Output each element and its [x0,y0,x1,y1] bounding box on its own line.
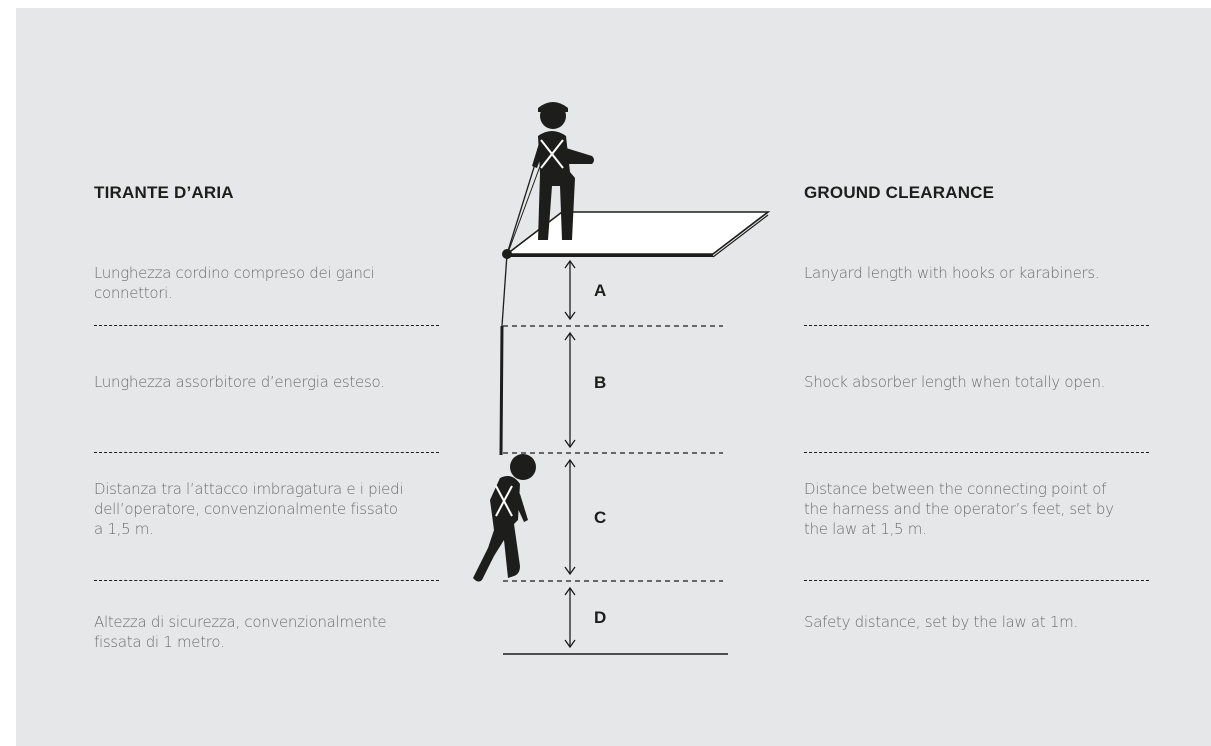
lanyard-upper-2 [508,149,547,251]
dimension-arrow-a [564,259,576,321]
lanyard-upper [506,147,541,255]
right-heading: GROUND CLEARANCE [804,183,995,202]
segment-label-d: D [594,608,607,627]
segment-label-a: A [594,281,607,300]
diagram-panel [16,8,1211,746]
left-divider-2 [94,452,439,453]
segment-label-c: C [594,508,607,527]
left-desc-b: Lunghezza assorbitore d’energia esteso. [94,373,385,391]
left-divider-3 [94,580,439,581]
left-desc-c: Distanza tra l’attacco imbragatura e i p… [94,480,404,538]
right-divider-1 [804,325,1149,326]
right-divider-3 [804,580,1149,581]
left-divider-1 [94,325,439,326]
segment-label-b: B [594,373,607,392]
right-desc-c: Distance between the connecting point of… [804,480,1114,538]
right-desc-d: Safety distance, set by the law at 1m. [804,613,1078,631]
right-divider-2 [804,452,1149,453]
dimension-arrow-b [564,331,576,449]
left-heading: TIRANTE D’ARIA [94,183,234,202]
right-desc-a: Lanyard length with hooks or karabiners. [804,264,1100,282]
dimension-arrow-c [564,458,576,576]
dimension-arrow-d [564,586,576,649]
shock-absorber [499,325,504,456]
worker-falling-icon [473,454,536,582]
right-desc-b: Shock absorber length when totally open. [804,373,1106,391]
lanyard-a [501,253,508,327]
